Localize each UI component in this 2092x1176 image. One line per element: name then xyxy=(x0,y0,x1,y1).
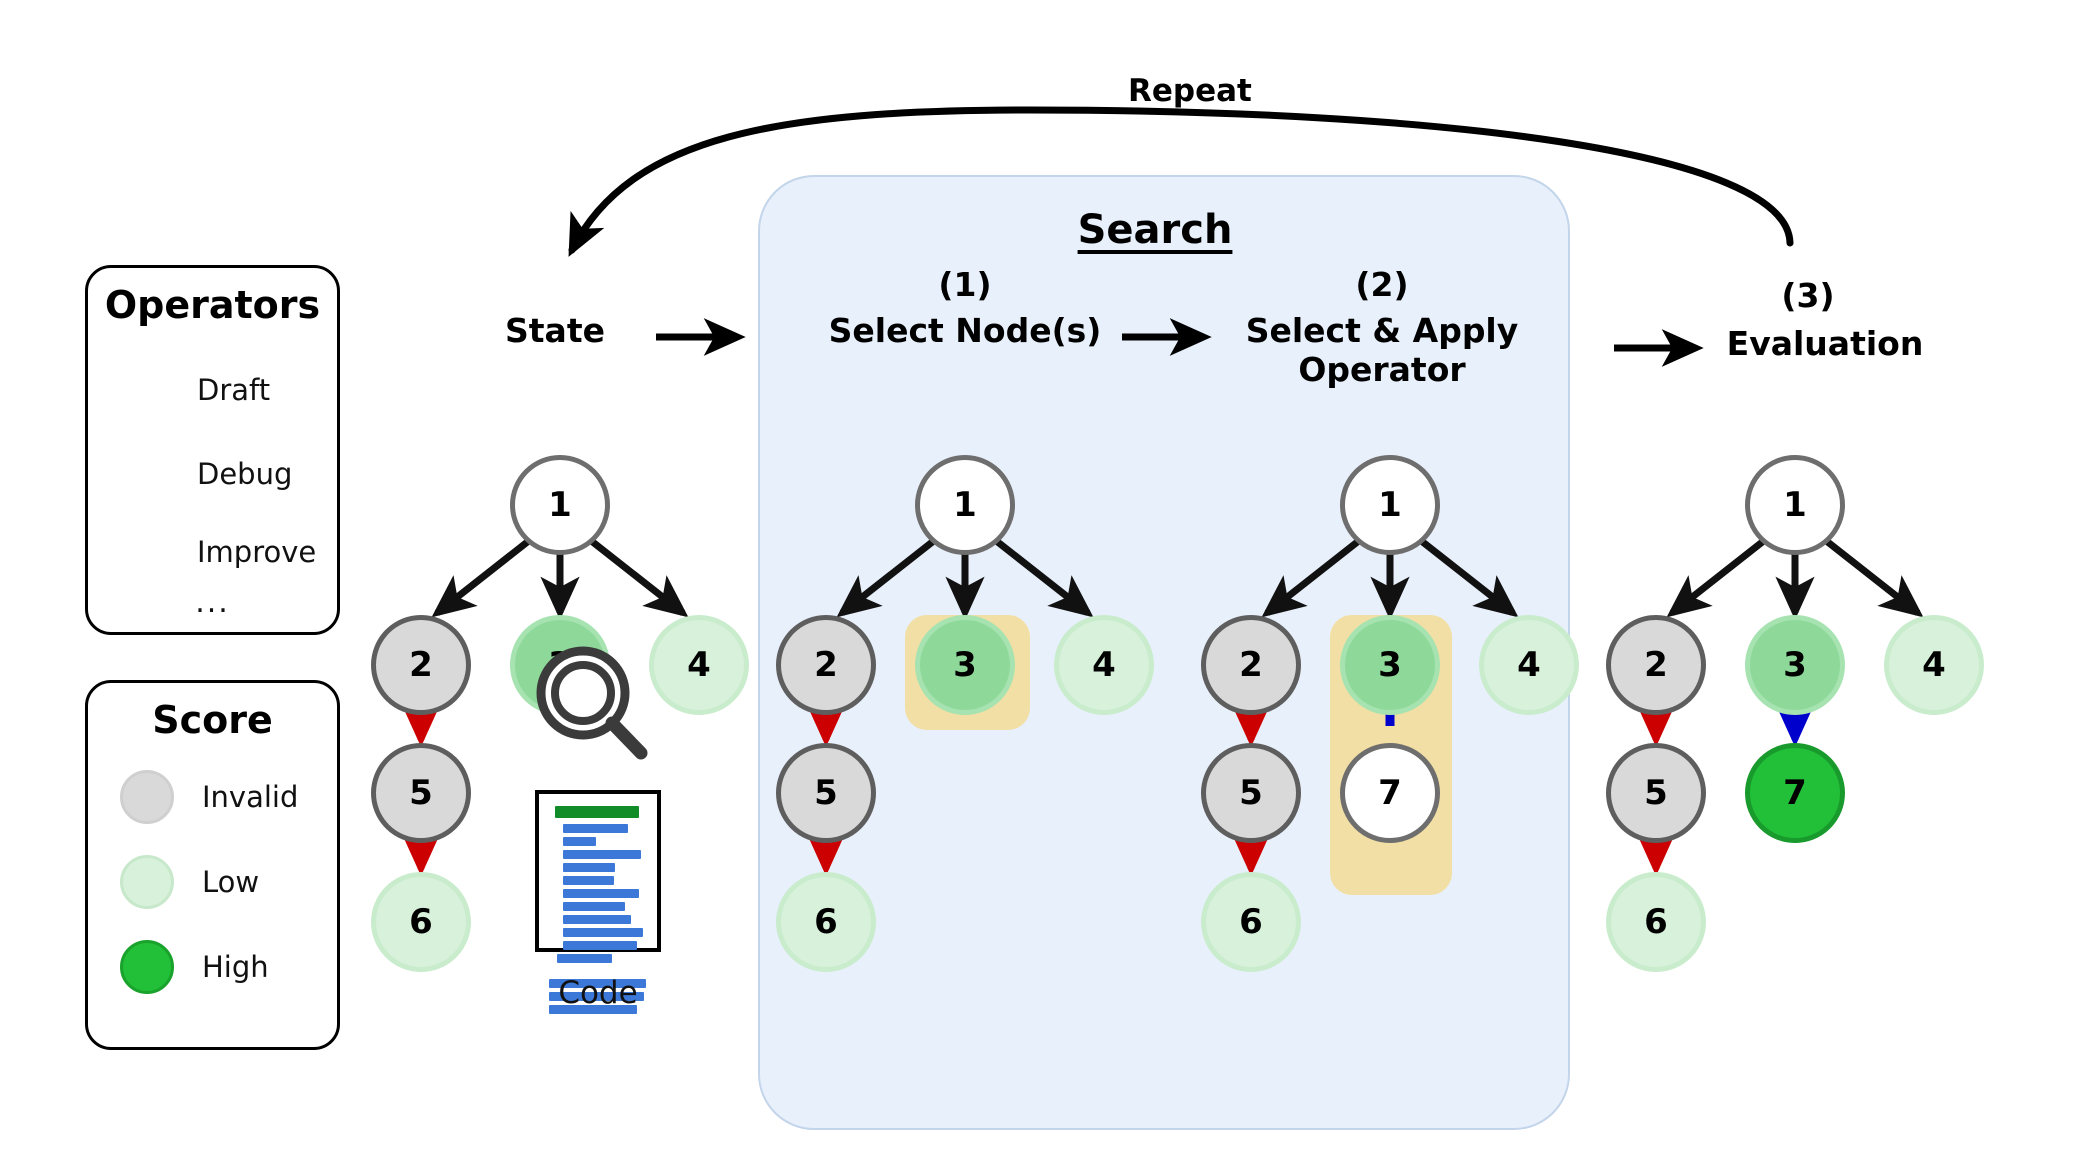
stage-number-1: (1) xyxy=(938,265,992,304)
score-legend-title: Score xyxy=(152,698,273,742)
score-swatch-high xyxy=(120,940,174,994)
node-select-3[interactable]: 3 xyxy=(915,615,1015,715)
code-line xyxy=(557,954,612,963)
search-panel-title: Search xyxy=(1077,207,1233,253)
node-eval-3[interactable]: 3 xyxy=(1745,615,1845,715)
code-caption: Code xyxy=(558,975,638,1011)
code-line xyxy=(563,928,643,937)
code-line xyxy=(549,1005,637,1014)
code-line xyxy=(563,915,631,924)
node-select-1[interactable]: 1 xyxy=(915,455,1015,555)
node-apply-6[interactable]: 6 xyxy=(1201,872,1301,972)
operator-label-improve: Improve xyxy=(197,535,317,569)
node-state-4[interactable]: 4 xyxy=(649,615,749,715)
magnifier-icon xyxy=(536,646,648,760)
code-line xyxy=(563,850,641,859)
node-select-5[interactable]: 5 xyxy=(776,743,876,843)
code-line xyxy=(549,979,646,988)
node-apply-4[interactable]: 4 xyxy=(1479,615,1579,715)
stage-label-state: State xyxy=(505,311,605,350)
stage-label-select-nodes: Select Node(s) xyxy=(828,311,1102,350)
repeat-label: Repeat xyxy=(1128,73,1252,109)
node-eval-5[interactable]: 5 xyxy=(1606,743,1706,843)
node-state-2[interactable]: 2 xyxy=(371,615,471,715)
stage-number-3: (3) xyxy=(1781,276,1835,315)
code-line xyxy=(563,941,637,950)
code-line-green xyxy=(555,806,639,818)
node-eval-1[interactable]: 1 xyxy=(1745,455,1845,555)
code-card xyxy=(535,790,661,1014)
node-select-4[interactable]: 4 xyxy=(1054,615,1154,715)
node-select-6[interactable]: 6 xyxy=(776,872,876,972)
score-row-high: High xyxy=(120,940,269,994)
stage-label-evaluation: Evaluation xyxy=(1726,324,1924,363)
stage-label-apply-operator: Select & Apply Operator xyxy=(1245,311,1519,389)
node-state-1[interactable]: 1 xyxy=(510,455,610,555)
node-eval-4[interactable]: 4 xyxy=(1884,615,1984,715)
code-line xyxy=(563,902,625,911)
score-label-invalid: Invalid xyxy=(202,780,299,814)
node-eval-7[interactable]: 7 xyxy=(1745,743,1845,843)
code-line xyxy=(549,992,644,1001)
node-eval-6[interactable]: 6 xyxy=(1606,872,1706,972)
node-state-5[interactable]: 5 xyxy=(371,743,471,843)
node-apply-2[interactable]: 2 xyxy=(1201,615,1301,715)
node-apply-3[interactable]: 3 xyxy=(1340,615,1440,715)
node-apply-5[interactable]: 5 xyxy=(1201,743,1301,843)
code-line xyxy=(563,876,614,885)
repeat-loop-arrow xyxy=(568,106,1794,257)
node-state-6[interactable]: 6 xyxy=(371,872,471,972)
score-label-high: High xyxy=(202,950,269,984)
score-row-low: Low xyxy=(120,855,259,909)
code-line xyxy=(563,824,628,833)
score-row-invalid: Invalid xyxy=(120,770,298,824)
operators-legend-ellipsis: ... xyxy=(195,585,230,620)
node-apply-1[interactable]: 1 xyxy=(1340,455,1440,555)
score-swatch-low xyxy=(120,855,174,909)
code-line xyxy=(563,889,639,898)
stage-number-2: (2) xyxy=(1355,265,1409,304)
node-select-2[interactable]: 2 xyxy=(776,615,876,715)
operator-label-debug: Debug xyxy=(197,457,293,491)
code-line xyxy=(563,863,615,872)
code-line xyxy=(563,837,596,846)
operator-label-draft: Draft xyxy=(197,373,271,407)
node-apply-7[interactable]: 7 xyxy=(1340,743,1440,843)
score-swatch-invalid xyxy=(120,770,174,824)
operators-legend-title: Operators xyxy=(104,283,321,327)
score-label-low: Low xyxy=(202,865,260,899)
operators-legend-card xyxy=(85,265,340,635)
node-eval-2[interactable]: 2 xyxy=(1606,615,1706,715)
